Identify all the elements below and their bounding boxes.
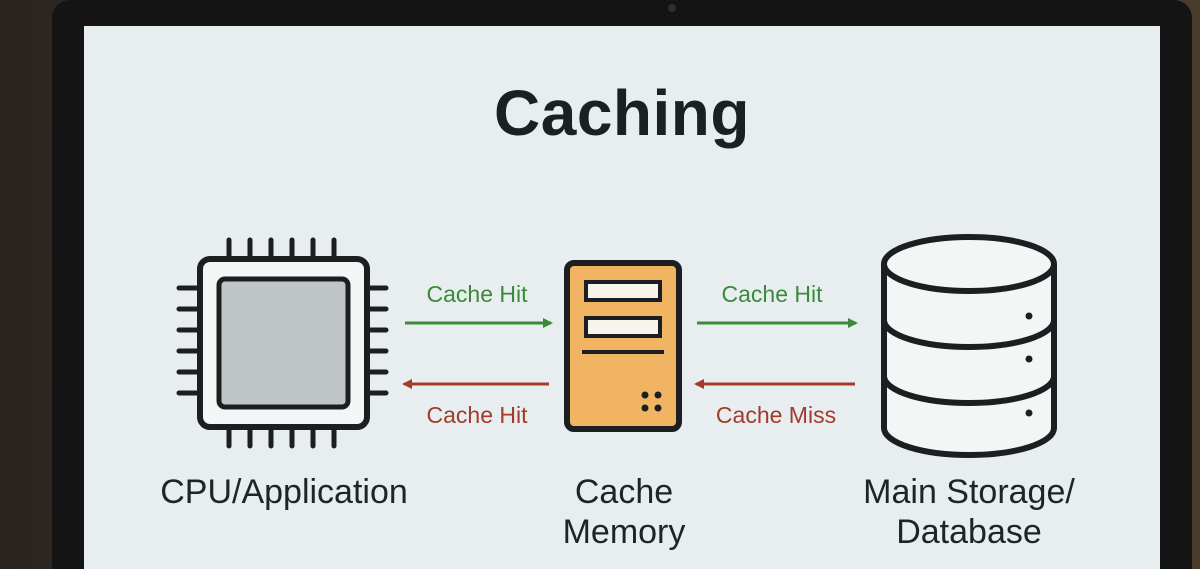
webcam — [668, 4, 676, 12]
storage-label-line1: Main Storage/ — [863, 473, 1075, 511]
arrow-label-cache-to-cpu: Cache Hit — [426, 402, 528, 428]
cpu-chip-icon — [176, 237, 389, 449]
caching-diagram — [176, 234, 1057, 458]
arrow-label-storage-to-cache: Cache Miss — [715, 402, 837, 428]
slide-screen: Caching — [84, 26, 1160, 569]
cache-label-line2: Memory — [562, 513, 686, 551]
cpu-label: CPU/Application — [160, 473, 408, 511]
arrow-label-cache-to-storage: Cache Hit — [721, 281, 823, 307]
arrow-label-cpu-to-cache: Cache Hit — [426, 281, 528, 307]
cache-label: Cache Memory — [514, 472, 734, 552]
cache-label-line1: Cache — [574, 473, 674, 511]
server-icon — [564, 260, 682, 432]
storage-label: Main Storage/ Database — [829, 472, 1109, 552]
database-icon — [881, 234, 1057, 458]
slide-title: Caching — [494, 77, 750, 149]
storage-label-line2: Database — [896, 513, 1042, 551]
